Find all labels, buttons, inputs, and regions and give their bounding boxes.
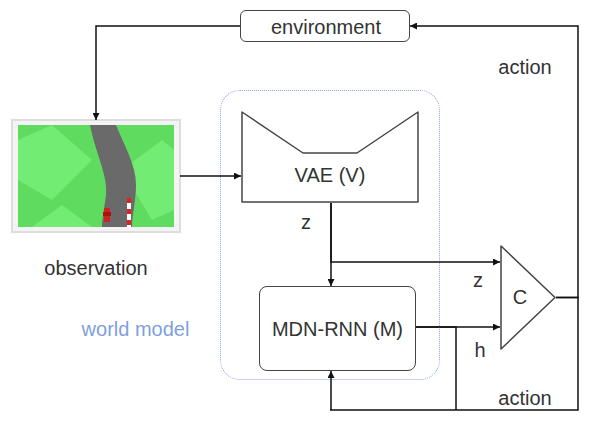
triangle-outline [500, 245, 556, 350]
controller-triangle: C [500, 245, 556, 350]
connector-arrow [416, 326, 500, 328]
feedback-wire [415, 327, 456, 410]
connector-arrow [330, 298, 578, 411]
mdn-rnn-box: MDN-RNN (M) [259, 286, 416, 371]
edge-label: action [490, 386, 560, 410]
edge-label: action [490, 55, 560, 79]
edge-label: h [470, 338, 490, 362]
connector-arrow [96, 26, 240, 120]
edge-label: z [296, 210, 316, 234]
vae-outline [241, 111, 419, 203]
world-model-group: world modelVAE (V)MDN-RNN (M) [220, 90, 440, 380]
node-label: VAE (V) [241, 163, 419, 187]
node-label: environment [241, 15, 411, 39]
observation-frame: observation [12, 120, 180, 232]
edge-label: z [468, 268, 488, 292]
connector-arrow [410, 26, 578, 298]
node-label: observation [12, 256, 180, 280]
vae-shape: VAE (V) [241, 111, 419, 203]
node-label: world model [63, 317, 208, 341]
node-label: MDN-RNN (M) [260, 317, 415, 341]
observation-picture [12, 120, 180, 232]
connector-arrow [331, 203, 500, 262]
environment-box: environment [240, 10, 410, 42]
connector-arrow [180, 175, 241, 177]
node-label: C [508, 285, 532, 309]
